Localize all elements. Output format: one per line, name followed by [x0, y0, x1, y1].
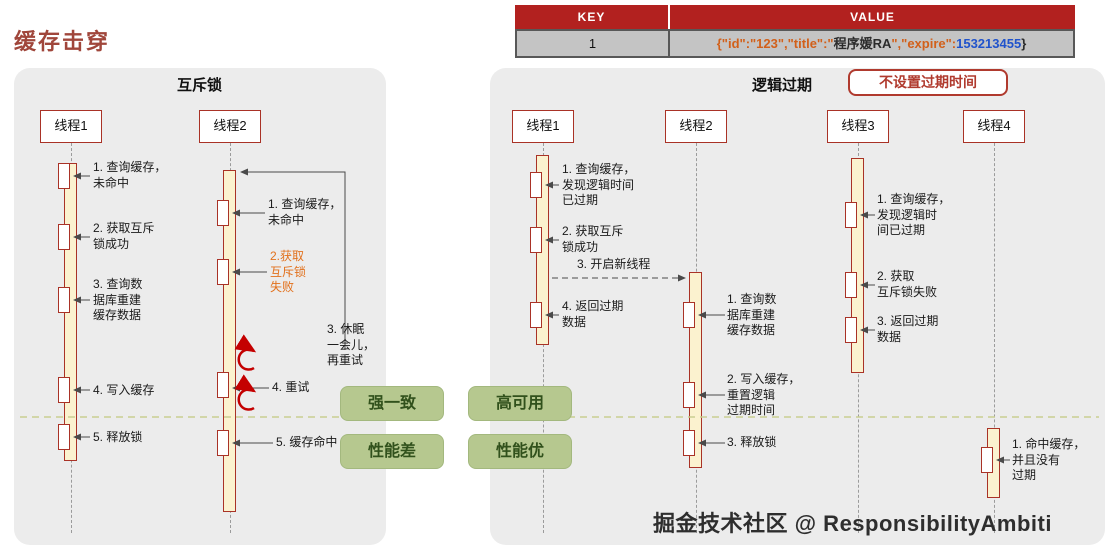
- activation-sub-box: [58, 224, 70, 250]
- lifeline: [994, 143, 995, 533]
- badge-strong-consistency: 强一致: [340, 386, 444, 421]
- step-label: 5. 释放锁: [93, 430, 143, 444]
- activation-sub-box: [530, 172, 542, 198]
- logical-expire-panel: [490, 68, 1105, 545]
- logical-thread2-header: 线程2: [665, 110, 727, 143]
- step-label: 1. 查询数 据库重建 缓存数据: [727, 292, 777, 338]
- activation-sub-box: [217, 430, 229, 456]
- step-label: 1. 查询缓存， 未命中: [93, 160, 167, 190]
- kv-header-key: KEY: [515, 5, 670, 29]
- step-label: 5. 缓存命中: [276, 435, 338, 449]
- activation-sub-box: [530, 302, 542, 328]
- mutex-thread1-header: 线程1: [40, 110, 102, 143]
- activation-sub-box: [217, 200, 229, 226]
- step-label: 3. 释放锁: [727, 435, 777, 449]
- step-label: 4. 写入缓存: [93, 383, 155, 397]
- activation-sub-box: [58, 424, 70, 450]
- step-label-new-thread: 3. 开启新线程: [577, 257, 651, 271]
- step-label: 2. 获取 互斥锁失败: [877, 269, 938, 299]
- json-segment: 程序媛RA: [833, 36, 892, 51]
- watermark: 掘金技术社区 @ ResponsibilityAmbiti: [653, 511, 1052, 536]
- mutex-panel-title: 互斥锁: [177, 77, 223, 94]
- kv-header-value: VALUE: [670, 5, 1075, 29]
- logical-panel-title: 逻辑过期: [752, 77, 813, 94]
- kv-table-header-row: KEY VALUE: [515, 5, 1075, 29]
- activation-sub-box: [683, 430, 695, 456]
- activation-sub-box: [981, 447, 993, 473]
- badge-good-performance: 性能优: [468, 434, 572, 469]
- badge-high-availability: 高可用: [468, 386, 572, 421]
- activation-sub-box: [58, 163, 70, 189]
- activation-sub-box: [845, 317, 857, 343]
- activation-sub-box: [217, 259, 229, 285]
- kv-row-value: {"id":"123","title":"程序媛RA","expire":153…: [670, 29, 1075, 58]
- step-label: 3. 查询数 据库重建 缓存数据: [93, 277, 143, 323]
- step-label: 4. 重试: [272, 380, 310, 394]
- json-segment: {"id":"123","title":": [716, 36, 834, 51]
- activation-sub-box: [58, 287, 70, 313]
- activation-sub-box: [58, 377, 70, 403]
- kv-row-key: 1: [515, 29, 670, 58]
- step-label: 2. 获取互斥 锁成功: [562, 224, 624, 254]
- activation-sub-box: [683, 302, 695, 328]
- step-label: 1. 查询缓存， 发现逻辑时 间已过期: [877, 192, 951, 238]
- json-segment: ","expire":: [891, 36, 957, 51]
- json-segment: 153213455: [956, 36, 1022, 51]
- step-label: 3. 休眠 一会儿， 再重试: [327, 322, 376, 368]
- kv-table-data-row: 1 {"id":"123","title":"程序媛RA","expire":1…: [515, 29, 1075, 58]
- page-title: 缓存击穿: [14, 29, 111, 55]
- logical-thread1-header: 线程1: [512, 110, 574, 143]
- activation-sub-box: [530, 227, 542, 253]
- step-label-mutex-fail: 2.获取 互斥锁 失败: [270, 249, 307, 295]
- kv-table: KEY VALUE 1 {"id":"123","title":"程序媛RA",…: [515, 5, 1075, 58]
- step-label: 1. 查询缓存， 发现逻辑时间 已过期: [562, 162, 636, 208]
- badge-poor-performance: 性能差: [340, 434, 444, 469]
- no-expire-time-badge: 不设置过期时间: [848, 69, 1008, 96]
- step-label: 3. 返回过期 数据: [877, 314, 939, 344]
- logical-thread4-header: 线程4: [963, 110, 1025, 143]
- mutex-thread2-header: 线程2: [199, 110, 261, 143]
- step-label: 1. 命中缓存， 并且没有 过期: [1012, 437, 1086, 483]
- activation-sub-box: [217, 372, 229, 398]
- activation-sub-box: [845, 272, 857, 298]
- step-label: 4. 返回过期 数据: [562, 299, 624, 329]
- json-segment: }: [1021, 36, 1027, 51]
- activation-sub-box: [683, 382, 695, 408]
- logical-thread3-header: 线程3: [827, 110, 889, 143]
- activation-sub-box: [845, 202, 857, 228]
- step-label: 2. 获取互斥 锁成功: [93, 221, 155, 251]
- step-label: 1. 查询缓存， 未命中: [268, 197, 342, 227]
- step-label: 2. 写入缓存， 重置逻辑 过期时间: [727, 372, 801, 418]
